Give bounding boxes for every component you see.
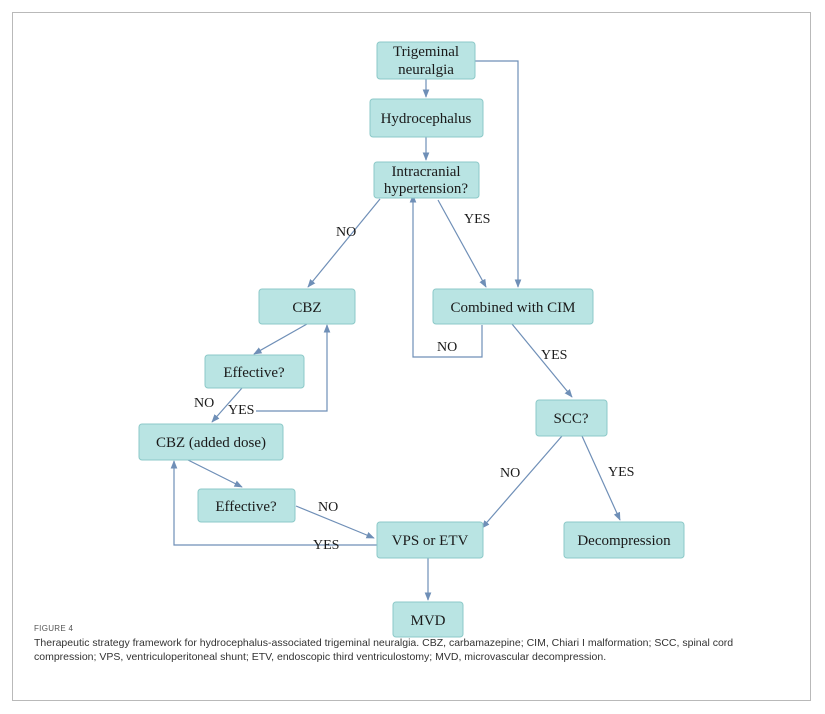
node-combined-with-cim: Combined with CIM <box>432 288 594 325</box>
node-cbz: CBZ <box>258 288 356 325</box>
edge-effective2-vps <box>295 505 375 539</box>
node-effective-2: Effective? <box>197 488 296 523</box>
node-label-line: Trigeminal <box>393 44 459 60</box>
edge-label-cim-no: NO <box>437 340 457 355</box>
node-label-line: Effective? <box>215 499 277 515</box>
node-label-line: hypertension? <box>384 181 468 197</box>
edge-cim-scc <box>511 323 573 398</box>
node-label-line: CBZ (added dose) <box>156 435 266 451</box>
edge-label-eff1-no: NO <box>194 396 214 411</box>
edges <box>170 60 621 601</box>
node-label-line: MVD <box>410 613 445 629</box>
edge-ich-cim <box>437 199 487 288</box>
node-scc: SCC? <box>535 399 608 437</box>
node-label-line: Hydrocephalus <box>381 111 472 127</box>
node-label-line: Combined with CIM <box>450 300 575 316</box>
figure-label: FIGURE 4 <box>34 624 74 633</box>
figure-caption: Therapeutic strategy framework for hydro… <box>34 637 734 663</box>
edge-ich-cbz <box>307 198 381 288</box>
node-label-line: neuralgia <box>398 62 454 78</box>
edge-cbz-effective1 <box>253 323 308 355</box>
node-decompression: Decompression <box>563 521 685 559</box>
edge-labels: NO YES NO YES NO YES NO YES NO YES <box>194 212 634 553</box>
edge-cim-ich-loop <box>409 194 483 358</box>
edge-label-scc-no: NO <box>500 466 520 481</box>
edge-label-eff1-yes: YES <box>228 403 254 418</box>
edge-trigeminal-cim <box>475 60 522 288</box>
edge-scc-decompression <box>581 435 621 521</box>
edge-label-eff2-no: NO <box>318 500 338 515</box>
edge-label-cim-yes: YES <box>541 348 567 363</box>
edge-vps-cbzadded-loop <box>170 460 378 546</box>
edge-cbzadded-effective2 <box>187 459 243 488</box>
edge-effective1-cbzadded <box>211 387 243 423</box>
node-trigeminal-neuralgia: Trigeminal neuralgia <box>376 41 476 80</box>
node-cbz-added-dose: CBZ (added dose) <box>138 423 284 461</box>
edge-effective1-cbz-loop <box>256 324 331 412</box>
node-effective-1: Effective? <box>204 354 305 389</box>
node-label-line: SCC? <box>553 411 588 427</box>
node-hydrocephalus: Hydrocephalus <box>369 98 484 138</box>
node-label-line: Intracranial <box>391 164 460 180</box>
edge-label-eff2-yes: YES <box>313 538 339 553</box>
node-intracranial-hypertension: Intracranial hypertension? <box>373 161 480 199</box>
node-label-line: Effective? <box>223 365 285 381</box>
node-label-line: VPS or ETV <box>392 533 469 549</box>
edge-label-scc-yes: YES <box>608 465 634 480</box>
edge-label-ich-no: NO <box>336 225 356 240</box>
node-label-line: CBZ <box>292 300 321 316</box>
edge-label-ich-yes: YES <box>464 212 490 227</box>
node-vps-or-etv: VPS or ETV <box>376 521 484 559</box>
edge-scc-vps <box>481 435 563 529</box>
node-mvd: MVD <box>392 601 464 638</box>
node-label-line: Decompression <box>577 533 671 549</box>
